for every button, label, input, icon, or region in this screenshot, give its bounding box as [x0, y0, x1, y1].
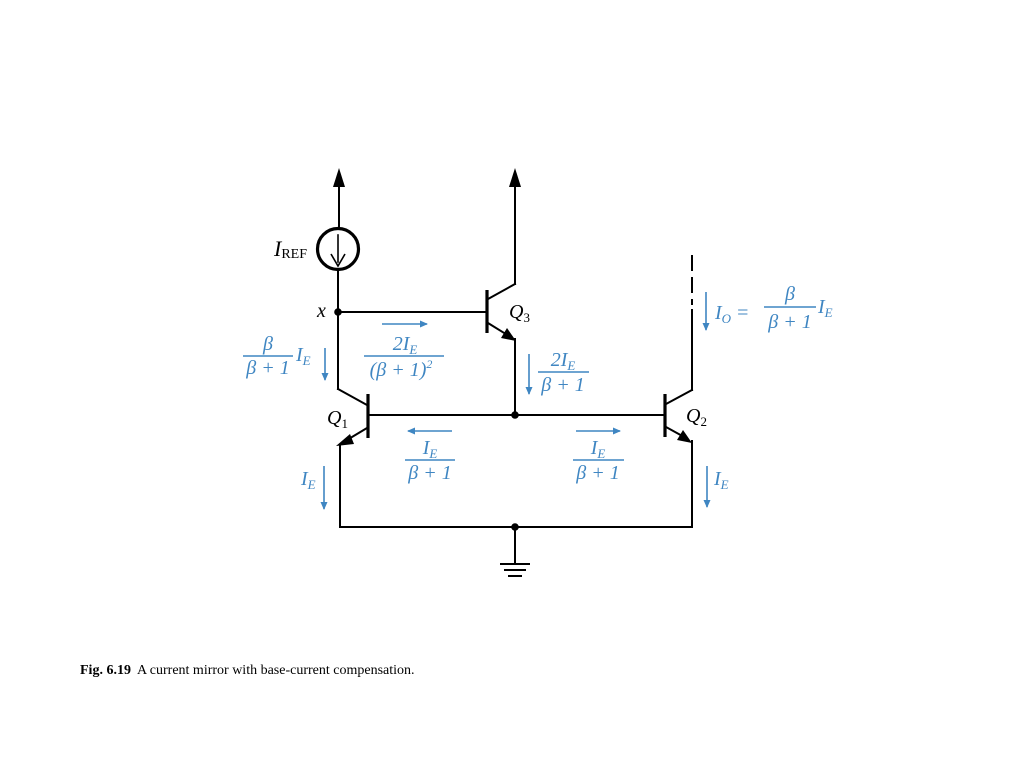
q1-emitter-current: IE	[300, 466, 328, 510]
q3-label: Q3	[509, 301, 530, 325]
svg-text:IE: IE	[295, 344, 311, 368]
q3-base-current: 2IE (β + 1)2	[364, 320, 444, 381]
svg-text:2IE: 2IE	[551, 349, 576, 373]
supply-arrow-center	[509, 168, 521, 187]
q2-emitter-current: IE	[703, 466, 729, 508]
wires	[315, 168, 694, 577]
svg-text:β: β	[784, 283, 795, 305]
q1-label: Q1	[327, 407, 348, 431]
figure-number: Fig. 6.19	[80, 663, 131, 678]
ground-icon	[500, 563, 530, 577]
svg-text:β + 1: β + 1	[245, 357, 289, 379]
svg-text:2IE: 2IE	[393, 333, 418, 357]
svg-text:IE: IE	[590, 437, 606, 461]
svg-text:β: β	[262, 333, 273, 355]
output-current: IO= β β + 1 IE	[702, 283, 833, 333]
svg-text:IE: IE	[422, 437, 438, 461]
svg-text:β + 1: β + 1	[767, 311, 811, 333]
svg-text:IE: IE	[713, 468, 729, 492]
q1-base-current: IE β + 1	[405, 427, 455, 484]
svg-text:β + 1: β + 1	[407, 462, 451, 484]
svg-text:β + 1: β + 1	[575, 462, 619, 484]
svg-text:IE: IE	[300, 468, 316, 492]
node-x-label: x	[316, 300, 326, 322]
supply-arrow-left	[333, 168, 345, 187]
figure-caption: Fig. 6.19 A current mirror with base-curr…	[80, 663, 415, 679]
svg-text:(β + 1)2: (β + 1)2	[370, 357, 433, 381]
q2-base-current: IE β + 1	[573, 427, 624, 484]
iref-label: IREF	[273, 236, 307, 262]
q1-collector-current: β β + 1 IE	[243, 333, 329, 381]
svg-text:β + 1: β + 1	[540, 374, 584, 396]
q2-label: Q2	[686, 405, 707, 429]
svg-text:IE: IE	[817, 296, 833, 320]
svg-text:IO=: IO=	[714, 302, 748, 326]
caption-text: A current mirror with base-current compe…	[136, 663, 415, 678]
svg-text:IREF: IREF	[273, 236, 307, 262]
q3-emitter-current: 2IE β + 1	[525, 349, 589, 396]
